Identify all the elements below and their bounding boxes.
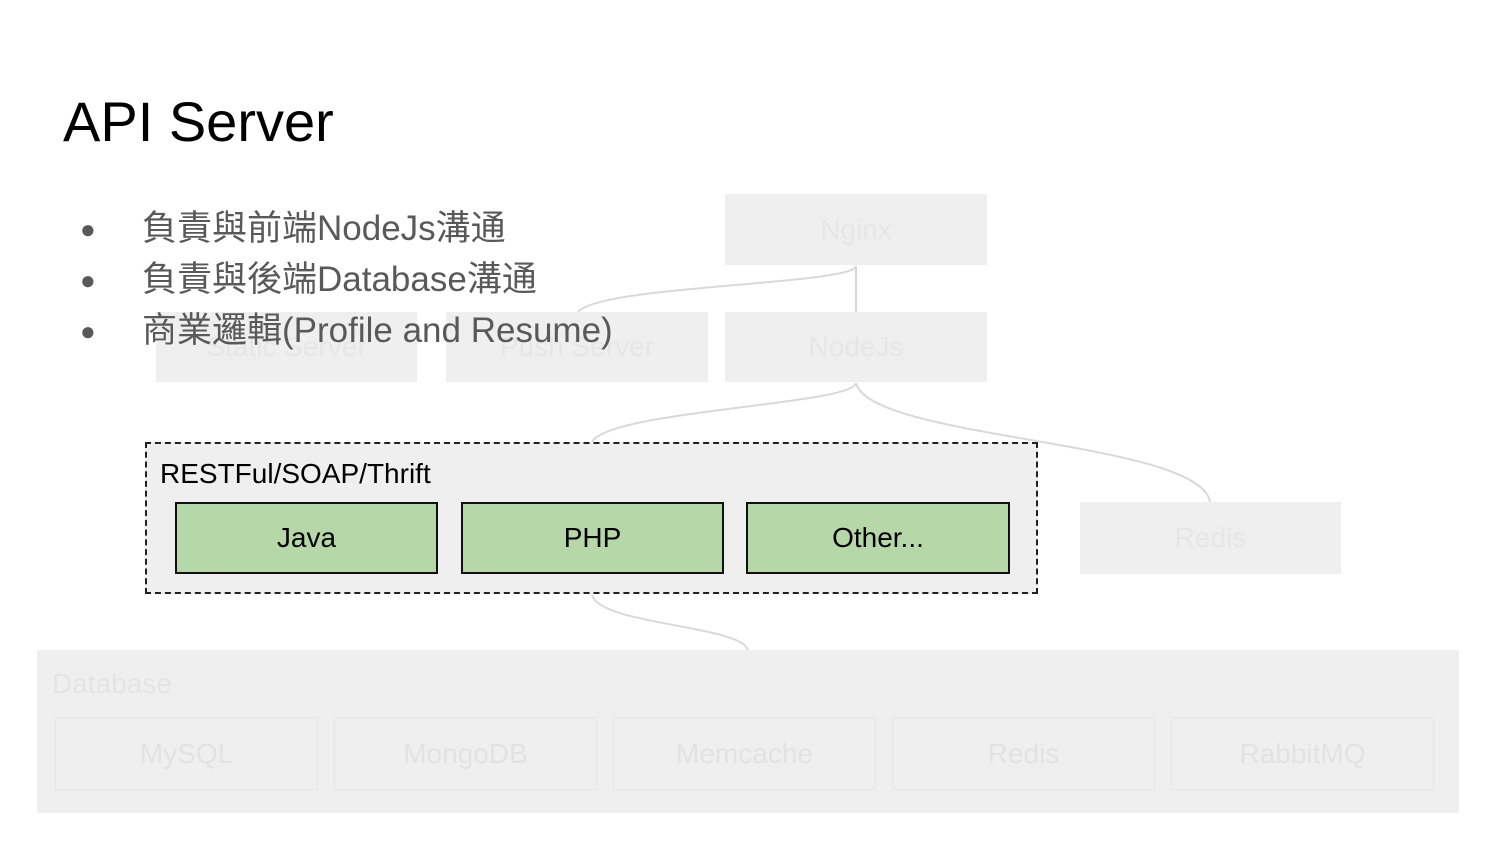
db-item-memcache-label: Memcache [676,737,813,769]
bullet-dot-icon: ● [80,265,96,295]
php-label: PHP [563,522,622,553]
slide-title: API Server [63,90,334,153]
bullet-text: 負責與後端Database溝通 [142,260,537,299]
bullet-dot-icon: ● [80,316,96,346]
push-server-node: Push Server [446,312,708,382]
db-item-mongodb: MongoDB [334,717,597,790]
php-box: PHP [461,502,724,574]
java-label: Java [276,522,337,553]
bullet-text: 商業邏輯(Profile and Resume) [142,311,613,350]
nodejs-label: NodeJs [808,331,904,362]
db-item-redis-label: Redis [987,737,1060,769]
static-server-node: Static Server [156,312,417,382]
bullet-text: 負責與前端NodeJs溝通 [142,209,506,248]
connector-nginx-static [577,265,857,313]
connector-nodejs-redis [855,382,1211,503]
nginx-label: Nginx [820,213,892,245]
other-box: Other... [746,502,1010,574]
database-label: Database [52,668,172,699]
nodejs-node: NodeJs [725,312,987,382]
db-item-memcache: Memcache [613,717,876,790]
db-item-rabbitmq-label: RabbitMQ [1239,737,1366,769]
redis-label: Redis [1174,522,1247,553]
db-item-rabbitmq: RabbitMQ [1171,717,1434,790]
api-group-label: RESTFul/SOAP/Thrift [160,458,431,489]
database-group: Database MySQL MongoDB Memcache Redis Ra… [37,650,1459,813]
static-server-label: Static Server [206,331,367,362]
db-item-mysql-label: MySQL [139,737,234,769]
push-server-label: Push Server [499,331,655,362]
connector-nodejs-api [591,382,857,443]
connector-api-database [591,594,749,651]
java-box: Java [175,502,438,574]
bullet-dot-icon: ● [80,214,96,244]
db-item-mongodb-label: MongoDB [403,737,528,769]
redis-node: Redis [1080,502,1341,574]
db-item-redis: Redis [892,717,1155,790]
other-label: Other... [832,522,924,553]
db-item-mysql: MySQL [55,717,318,790]
nginx-node: Nginx [725,194,987,265]
